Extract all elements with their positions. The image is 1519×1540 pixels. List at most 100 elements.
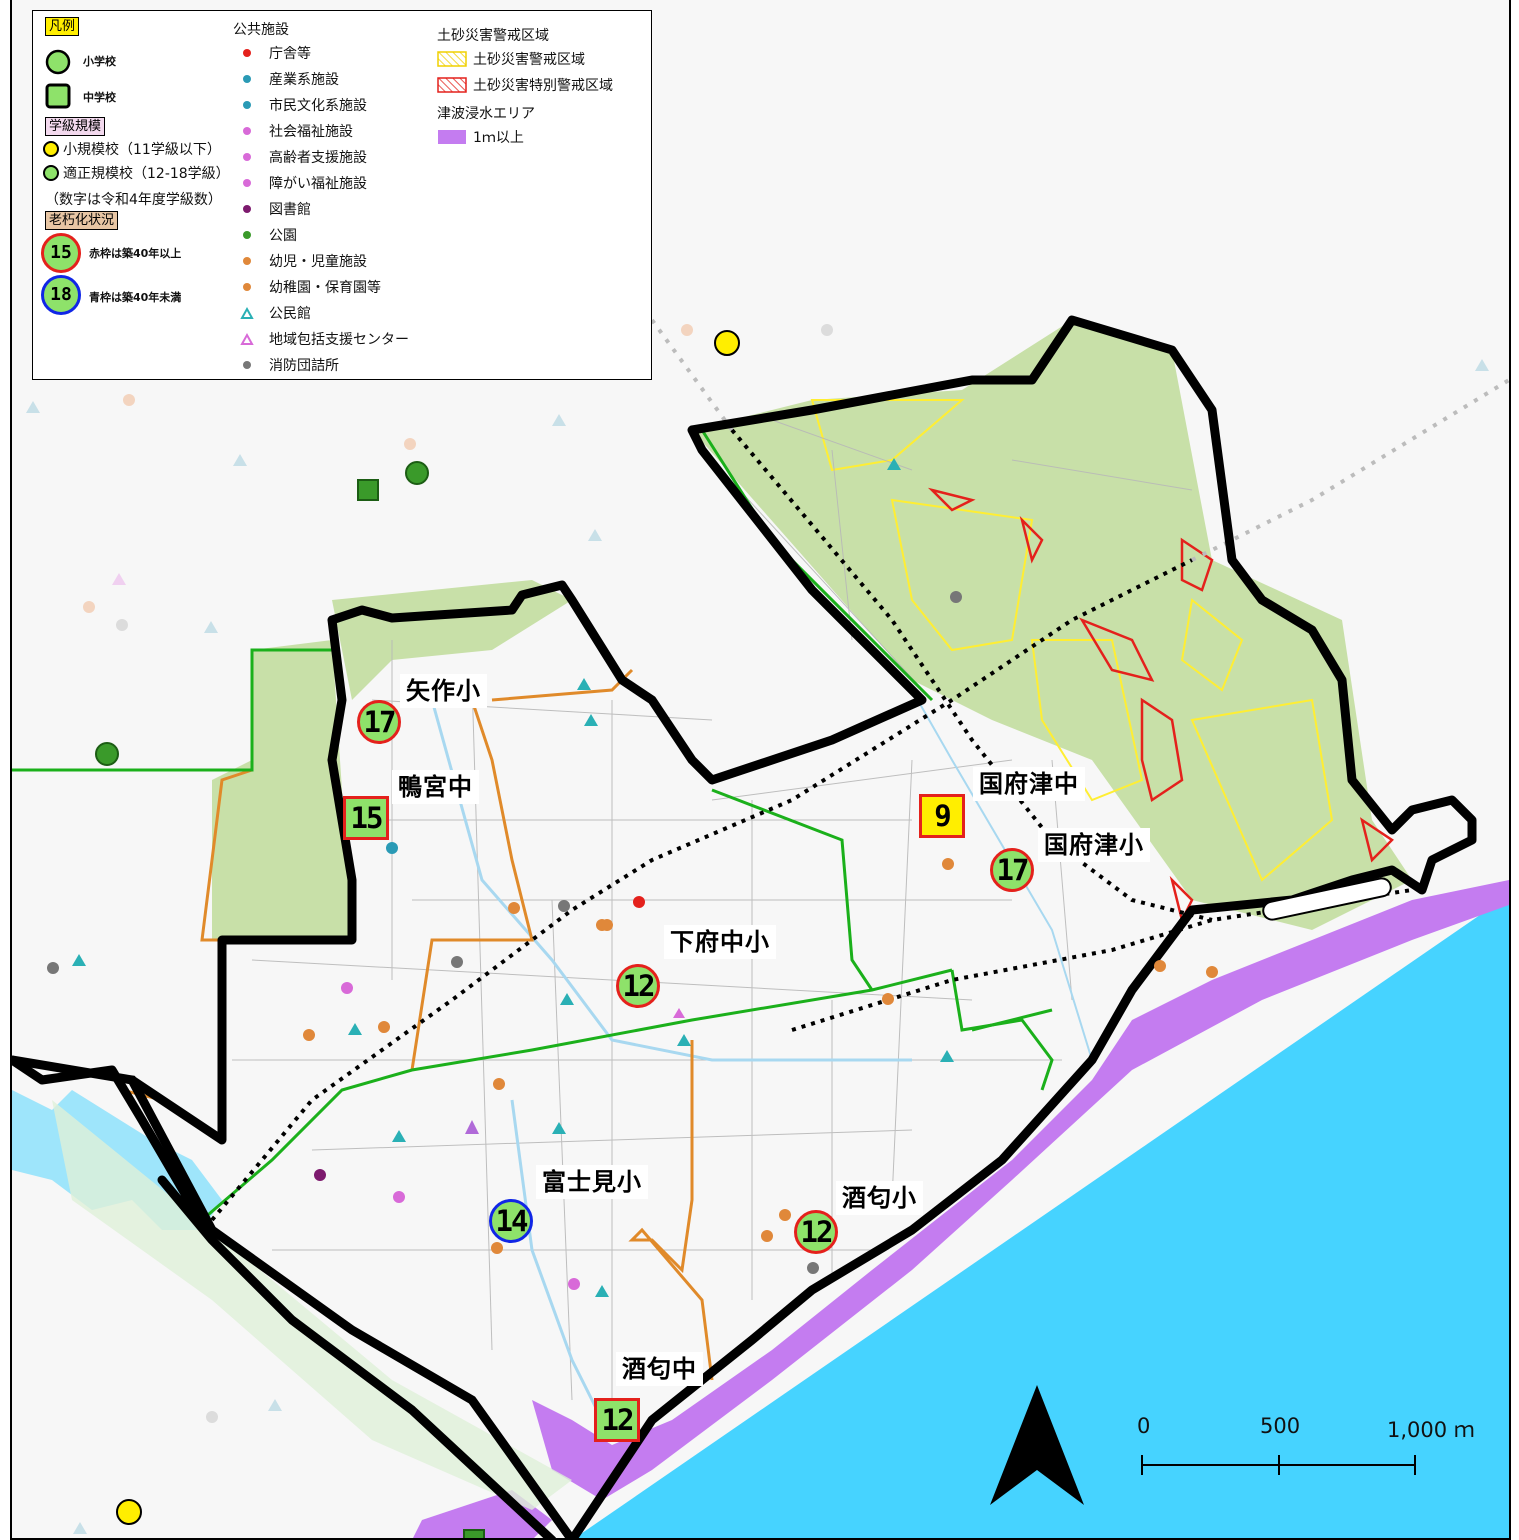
kindergarten-marker <box>601 919 613 931</box>
public-item-label: 社会福祉施設 <box>269 124 353 140</box>
school-label-kozu-junior[interactable]: 国府津中 <box>973 767 1085 801</box>
scale-box: 0 500 1,000 ｍ <box>1129 1408 1479 1508</box>
kindergarten-marker <box>491 1242 503 1254</box>
school-label-kozu-elementary[interactable]: 国府津小 <box>1038 828 1150 862</box>
school-label-sakawa-junior[interactable]: 酒匂中 <box>616 1352 703 1386</box>
legend-landslide-special: 土砂災害特別警戒区域 <box>473 78 613 94</box>
school-marker-kozu-elementary[interactable]: 17 <box>990 848 1034 892</box>
map-frame: 0 500 1,000 ｍ 矢作小 17 鴨宮中 15 国府津中 9 国府津小 … <box>10 0 1511 1540</box>
legend-landslide-title: 土砂災害警戒区域 <box>437 28 549 44</box>
red-frame-sample: 15 <box>41 233 81 273</box>
community-hall-marker <box>552 1122 566 1134</box>
public-item-icon <box>243 49 251 57</box>
public-item-label: 公園 <box>269 228 297 244</box>
school-marker-kozu-junior[interactable]: 9 <box>919 794 965 838</box>
public-item-label: 図書館 <box>269 202 311 218</box>
school-label-fujimi[interactable]: 富士見小 <box>536 1165 648 1199</box>
faded-marker <box>83 601 95 613</box>
school-marker-shimofunaka[interactable]: 12 <box>616 964 660 1008</box>
school-label-kamonomiya[interactable]: 鴨宮中 <box>392 770 479 804</box>
faded-hall-marker <box>588 529 602 541</box>
kindergarten-marker <box>761 1230 773 1242</box>
support-center-marker <box>465 1120 479 1134</box>
public-item-label: 高齢者支援施設 <box>269 150 367 166</box>
community-hall-marker <box>677 1034 691 1046</box>
faded-hall-marker <box>73 1522 87 1534</box>
school-marker-sakawa-junior[interactable]: 12 <box>594 1398 640 1442</box>
fire-station-marker <box>807 1262 819 1274</box>
outer-dotted <box>650 318 1509 562</box>
scale-zero: 0 <box>1137 1414 1151 1438</box>
facility-markers <box>26 324 1489 1538</box>
junior-school-outside <box>463 1529 485 1538</box>
elementary-school-icon <box>45 49 71 75</box>
legend-red-frame: 赤枠は築40年以上 <box>89 247 182 260</box>
legend-proper-school: 適正規模校（12-18学級） <box>63 166 230 182</box>
tsunami-icon <box>438 130 466 144</box>
landslide-warning-zones <box>810 399 1334 882</box>
forest-east <box>692 320 1412 930</box>
legend-blue-frame: 青枠は築40年未満 <box>89 291 182 304</box>
school-marker-yahagi[interactable]: 17 <box>357 700 401 744</box>
faded-marker <box>123 394 135 406</box>
kindergarten-marker <box>303 1029 315 1041</box>
faded-hall-marker <box>26 401 40 413</box>
library-marker <box>314 1169 326 1181</box>
public-item-label: 幼児・児童施設 <box>269 254 367 270</box>
fire-station-marker <box>47 962 59 974</box>
small-school-outside <box>714 330 740 356</box>
community-hall-marker <box>595 1285 609 1297</box>
river-west <box>510 1099 614 1441</box>
legend-public-title: 公共施設 <box>233 22 289 38</box>
legend-small-school: 小規模校（11学級以下） <box>63 142 221 158</box>
kindergarten-marker <box>882 993 894 1005</box>
public-item-icon <box>243 179 251 187</box>
scale-max: 1,000 ｍ <box>1387 1418 1475 1442</box>
legend-junior: 中学校 <box>83 91 116 104</box>
river-east <box>911 689 1093 1061</box>
public-item-icon <box>243 205 251 213</box>
support-center-marker <box>673 1008 685 1018</box>
school-marker-fujimi[interactable]: 14 <box>489 1199 533 1243</box>
public-item-label: 庁舎等 <box>269 46 311 62</box>
legend-tsunami-title: 津波浸水エリア <box>437 106 535 122</box>
public-item-label: 市民文化系施設 <box>269 98 367 114</box>
faded-hall-marker <box>204 621 218 633</box>
legend-elementary: 小学校 <box>83 55 116 68</box>
river <box>430 699 912 1062</box>
public-item-label: 幼稚園・保育園等 <box>269 280 381 296</box>
road-network <box>232 419 1193 1401</box>
school-label-sakawa-elementary[interactable]: 酒匂小 <box>836 1181 923 1215</box>
public-item-icon <box>243 283 251 291</box>
outer-boundary-south <box>12 1055 576 1538</box>
public-item-label: 障がい福祉施設 <box>269 176 367 192</box>
scale-bar <box>1141 1455 1416 1475</box>
fire-station-marker <box>558 900 570 912</box>
school-marker-sakawa-elementary[interactable]: 12 <box>794 1210 838 1254</box>
welfare-marker <box>568 1278 580 1290</box>
school-marker-kamonomiya[interactable]: 15 <box>343 796 389 840</box>
public-item-label: 公民館 <box>269 306 311 322</box>
legend-class-note: （数字は令和4年度学級数） <box>45 192 222 208</box>
community-hall-marker <box>560 993 574 1005</box>
landslide-warning-icon <box>437 51 467 67</box>
public-item-icon <box>240 306 254 319</box>
landslide-special-zones <box>927 487 1394 924</box>
kindergarten-marker <box>1206 966 1218 978</box>
legend-landslide-warning: 土砂災害警戒区域 <box>473 52 585 68</box>
scale-mid: 500 <box>1260 1414 1301 1438</box>
community-hall-marker <box>940 1050 954 1062</box>
school-label-yahagi[interactable]: 矢作小 <box>400 674 487 708</box>
welfare-marker <box>341 982 353 994</box>
railway-lines <box>12 429 1054 1222</box>
legend-tsunami-1m: 1ｍ以上 <box>473 130 524 146</box>
park-marker <box>405 461 429 485</box>
kindergarten-marker <box>378 1021 390 1033</box>
school-label-shimofunaka[interactable]: 下府中小 <box>664 925 776 959</box>
junior-school-outside <box>357 479 379 501</box>
park-marker <box>95 742 119 766</box>
community-hall-marker <box>392 1130 406 1142</box>
public-item-icon <box>243 361 251 369</box>
forest-west <box>212 640 352 940</box>
blue-frame-sample: 18 <box>41 275 81 315</box>
